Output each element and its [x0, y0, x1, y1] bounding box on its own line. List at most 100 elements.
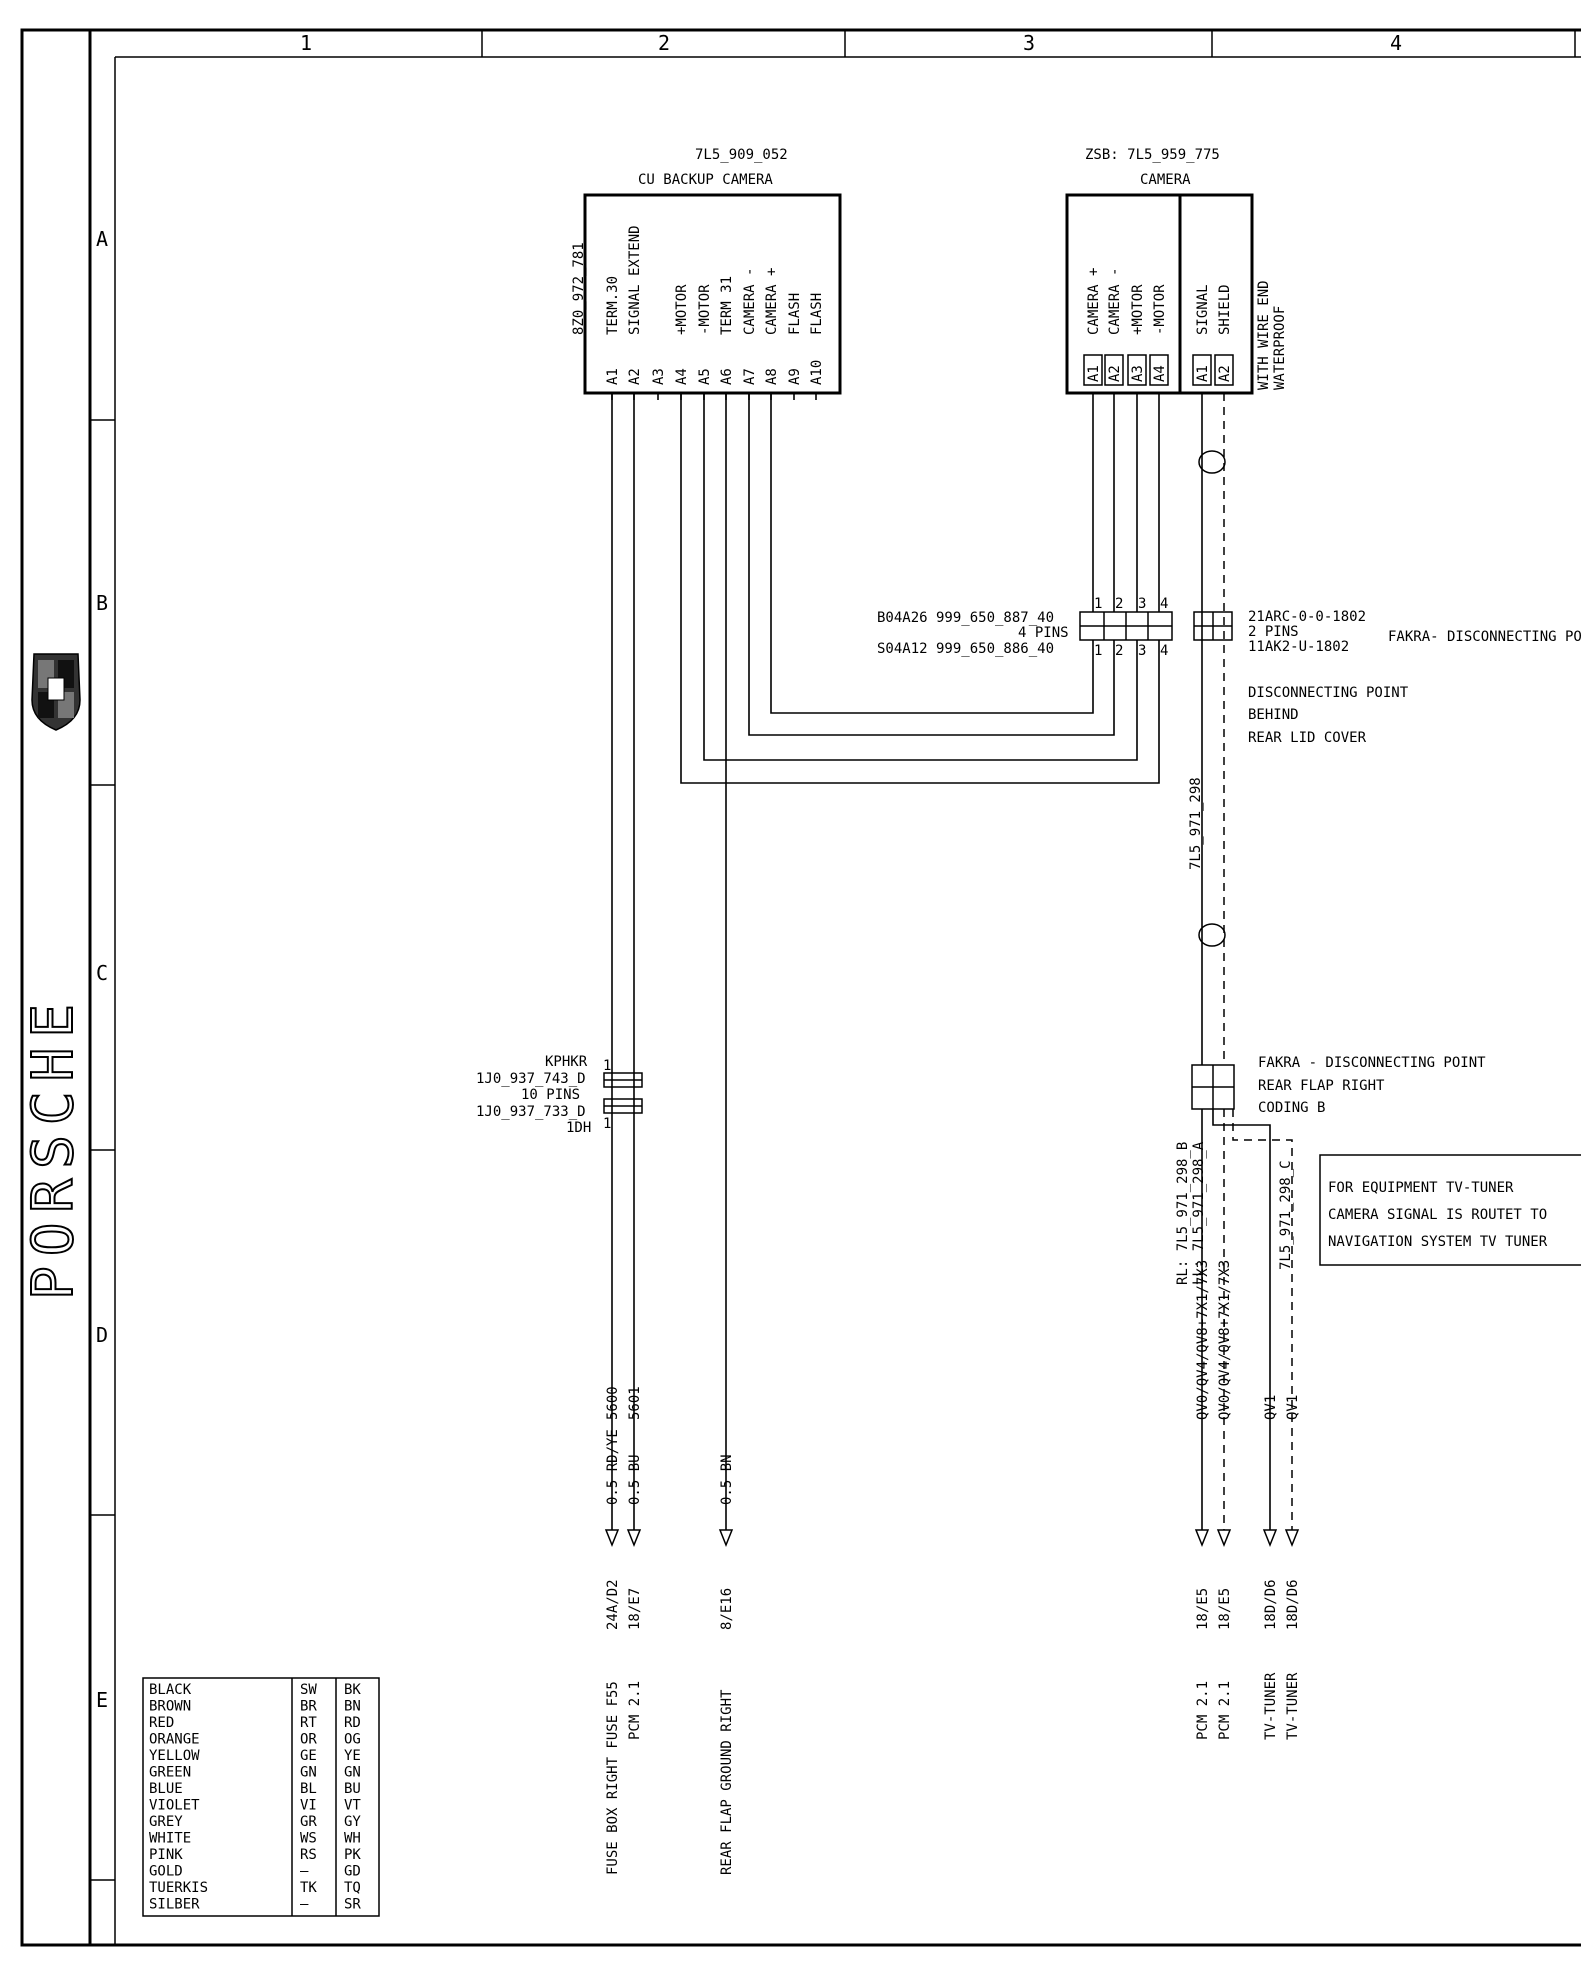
- legend-color-code-en: GY: [344, 1814, 361, 1830]
- cu-pin-label: FLASH: [787, 293, 803, 335]
- tv-tuner-note: FOR EQUIPMENT TV-TUNER CAMERA SIGNAL IS …: [1319, 1154, 1581, 1266]
- legend-color-code-de: TK: [300, 1880, 317, 1896]
- connector-b-pin-1-bottom: 1: [1094, 643, 1102, 659]
- legend-color-name: BLACK: [149, 1682, 192, 1698]
- legend-color-code-en: BN: [344, 1699, 361, 1715]
- wire-number: QV1: [1263, 1395, 1279, 1420]
- row-label-b: B: [96, 591, 108, 615]
- legend-color-code-de: RS: [300, 1847, 317, 1863]
- ll-label: LL: 7L5_971_298_A: [1191, 1141, 1207, 1285]
- legend-color-code-de: BL: [300, 1781, 317, 1797]
- legend-color-code-de: VI: [300, 1798, 317, 1814]
- connector-b-pin-4-bottom: 4: [1160, 643, 1168, 659]
- cu-pin-id: A1: [605, 368, 621, 385]
- cu-pin-label: TERM.30: [605, 276, 621, 335]
- connector-b-line-2: 4 PINS: [1018, 625, 1069, 641]
- porsche-crest-icon: [31, 653, 81, 731]
- cu-pin-label: TERM 31: [719, 276, 735, 335]
- camera-note-line-1: WITH WIRE END: [1256, 280, 1272, 390]
- legend-color-code-en: RD: [344, 1715, 361, 1731]
- cu-pin-label: +MOTOR: [674, 284, 690, 335]
- camera-pin-box: [1192, 354, 1212, 386]
- wire-number: QV0/QV4/QV8+7X1/7X3: [1217, 1260, 1233, 1420]
- camera-pin-id: A1: [1195, 365, 1211, 382]
- wire-end-arrow: [1284, 1529, 1300, 1548]
- cu-backup-connector-number: 8Z0_972_781: [571, 242, 587, 335]
- cu-backup-title: CU BACKUP CAMERA: [638, 172, 773, 188]
- legend-color-code-en: TQ: [344, 1880, 361, 1896]
- wire-reference: 18/E5: [1217, 1588, 1233, 1630]
- wire-destination: REAR FLAP GROUND RIGHT: [719, 1689, 735, 1875]
- legend-color-name: PINK: [149, 1847, 183, 1863]
- wire-color: 0.5 RD/YE: [605, 1429, 621, 1505]
- wire-end-arrow: [1262, 1529, 1278, 1548]
- wire-end-arrow: [1194, 1529, 1210, 1548]
- cu-to-connector-wires: [680, 393, 1160, 784]
- camera-pin-label: CAMERA -: [1107, 268, 1123, 335]
- legend-color-code-de: —: [300, 1897, 309, 1913]
- connector-b-pin-2-top: 2: [1115, 596, 1123, 612]
- row-label-c: C: [96, 961, 108, 985]
- kphkr-line-2: 1J0_937_743_D: [476, 1071, 586, 1087]
- legend-color-name: SILBER: [149, 1897, 200, 1913]
- legend-color-code-en: BU: [344, 1781, 361, 1797]
- cu-pin-id: A9: [787, 368, 803, 385]
- camera-pin-id: A3: [1130, 365, 1146, 382]
- legend-color-code-en: YE: [344, 1748, 361, 1764]
- legend-color-code-en: BK: [344, 1682, 361, 1698]
- wire-end-arrow: [1216, 1529, 1232, 1548]
- tv-note-line-3: NAVIGATION SYSTEM TV TUNER: [1328, 1234, 1548, 1250]
- wire-end-arrow: [718, 1529, 734, 1548]
- col-label-3: 3: [1023, 31, 1035, 55]
- wire-destination: PCM 2.1: [627, 1681, 643, 1740]
- col-label-1: 1: [300, 31, 312, 55]
- legend-color-name: VIOLET: [149, 1798, 200, 1814]
- wire-reference: 18D/D6: [1263, 1579, 1279, 1630]
- kphkr-line-5: 1DH: [566, 1120, 591, 1136]
- kphkr-line-4: 1J0_937_733_D: [476, 1104, 586, 1120]
- camera-part-number: ZSB: 7L5_959_775: [1085, 147, 1220, 163]
- grid-row-labels: A B C D E: [96, 227, 108, 1712]
- connector-b-pin-1-top: 1: [1094, 596, 1102, 612]
- disconnect-note: DISCONNECTING POINT BEHIND REAR LID COVE…: [1248, 685, 1409, 746]
- kphkr-line-1: KPHKR: [545, 1054, 588, 1070]
- camera-to-connector-wires: [1092, 393, 1160, 612]
- camera-pin-id: A2: [1107, 365, 1123, 382]
- col-label-2: 2: [658, 31, 670, 55]
- camera-pin-label: CAMERA +: [1086, 268, 1102, 335]
- cu-pin-label: -MOTOR: [697, 284, 713, 335]
- legend-color-code-en: PK: [344, 1847, 361, 1863]
- camera-note-line-2: WATERPROOF: [1272, 306, 1288, 390]
- cu-pin-id: A4: [674, 368, 690, 385]
- wire-reference: 8/E16: [719, 1588, 735, 1630]
- legend-color-code-de: SW: [300, 1682, 317, 1698]
- wire-reference: 18/E5: [1195, 1588, 1211, 1630]
- cu-pin-id: A5: [697, 368, 713, 385]
- fakra1-label: FAKRA- DISCONNECTING PO: [1388, 629, 1581, 645]
- cu-pin-label: FLASH: [809, 293, 825, 335]
- wire-number: QV1: [1285, 1395, 1301, 1420]
- wire-color: 0.5 BU: [627, 1454, 643, 1505]
- grid-column-labels: 1 2 3 4: [300, 31, 1402, 55]
- legend-color-code-de: GE: [300, 1748, 317, 1764]
- wire-end-arrow: [626, 1529, 642, 1548]
- legend-color-code-en: WH: [344, 1831, 361, 1847]
- camera-pin-id: A2: [1217, 365, 1233, 382]
- wire-destination: TV-TUNER: [1285, 1672, 1301, 1740]
- wire-reference: 18/E7: [627, 1588, 643, 1630]
- tv-note-line-1: FOR EQUIPMENT TV-TUNER: [1328, 1180, 1514, 1196]
- legend-color-name: RED: [149, 1715, 174, 1731]
- fakra2-line-1: FAKRA - DISCONNECTING POINT: [1258, 1055, 1486, 1071]
- legend-color-code-en: SR: [344, 1897, 361, 1913]
- legend-color-name: BLUE: [149, 1781, 183, 1797]
- cu-pin-id: A10: [809, 360, 825, 385]
- cu-backup-camera-unit: 7L5_909_052 CU BACKUP CAMERA 8Z0_972_781…: [571, 147, 842, 400]
- legend-color-code-de: BR: [300, 1699, 317, 1715]
- rl-label: RL: 7L5_971_298_B: [1175, 1142, 1191, 1285]
- legend-color-name: TUERKIS: [149, 1880, 208, 1896]
- kphkr-connector: KPHKR 1J0_937_743_D 10 PINS 1J0_937_733_…: [476, 1054, 643, 1136]
- connector-b-pin-3-bottom: 3: [1138, 643, 1146, 659]
